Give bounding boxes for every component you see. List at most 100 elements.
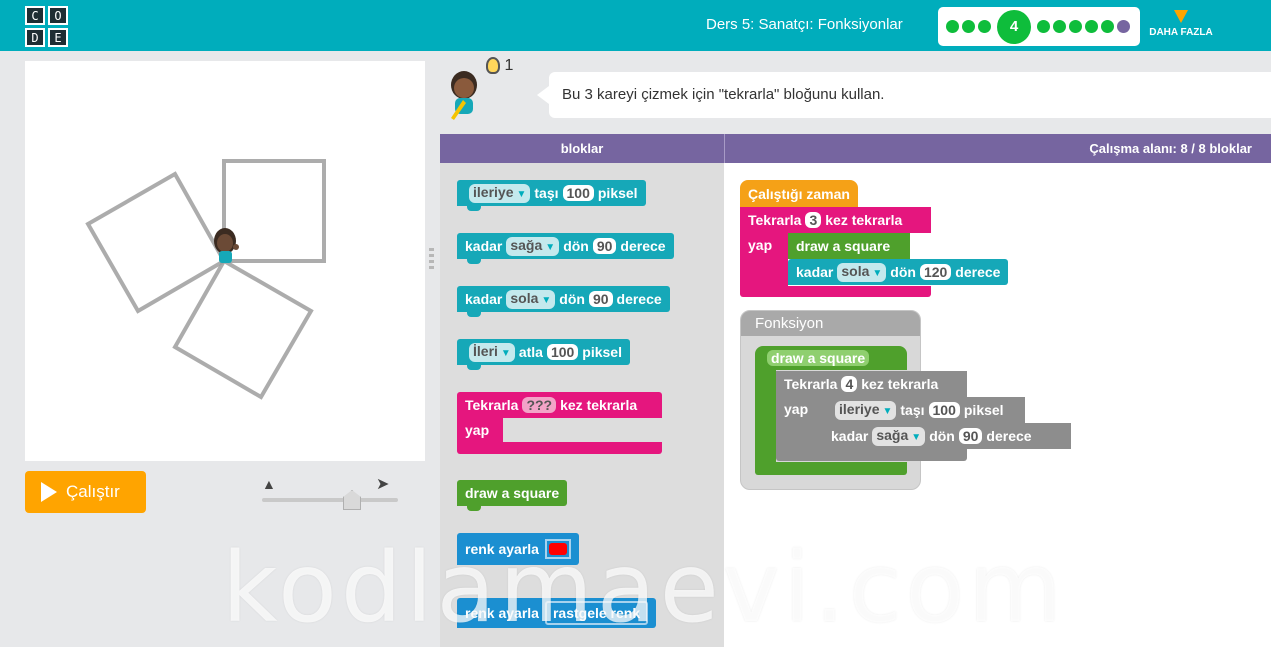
- block-text: derece: [986, 428, 1032, 444]
- hint-button[interactable]: 1: [486, 57, 513, 75]
- direction-dropdown[interactable]: ileriye▼: [835, 400, 897, 420]
- direction-dropdown[interactable]: sağa▼: [872, 426, 926, 446]
- chevron-down-icon: [1174, 10, 1188, 23]
- repeat-count-field[interactable]: ???: [522, 397, 557, 413]
- direction-dropdown[interactable]: sola▼: [837, 262, 887, 282]
- function-name-field[interactable]: draw a square: [767, 350, 870, 366]
- block-text: piksel: [582, 344, 622, 360]
- distance-field[interactable]: 100: [928, 402, 960, 418]
- repeat-count-field[interactable]: 3: [805, 212, 822, 228]
- repeat-header[interactable]: Tekrarla ??? kez tekrarla: [457, 392, 662, 418]
- repeat-count-field[interactable]: 4: [841, 376, 858, 392]
- level-dot[interactable]: [1037, 20, 1050, 33]
- block-text: derece: [620, 238, 666, 254]
- speed-track[interactable]: [262, 498, 398, 502]
- direction-dropdown[interactable]: ileriye▼: [469, 183, 531, 203]
- block-text: yap: [748, 237, 773, 253]
- level-dot[interactable]: [1069, 20, 1082, 33]
- block-text: yap: [465, 422, 490, 438]
- when-run-block[interactable]: Çalıştığı zaman: [740, 180, 858, 207]
- repeat-do-label: yap: [457, 418, 503, 442]
- angle-field[interactable]: 120: [919, 264, 952, 280]
- program-turn-block[interactable]: kadar sola▼ dön 120 derece: [788, 259, 1009, 285]
- more-label: DAHA FAZLA: [1149, 27, 1213, 38]
- block-text: piksel: [597, 185, 638, 201]
- block-text: draw a square: [465, 485, 560, 501]
- instruction-text: Bu 3 kareyi çizmek için "tekrarla" bloğu…: [562, 86, 885, 103]
- function-name-block[interactable]: draw a square: [755, 346, 907, 370]
- block-text: taşı: [900, 402, 925, 418]
- toolbox-set-color-block[interactable]: renk ayarla: [457, 533, 579, 565]
- draw-square-call-block[interactable]: draw a square: [788, 233, 910, 259]
- turtle-icon: ▲: [262, 476, 276, 492]
- level-dot[interactable]: [1085, 20, 1098, 33]
- level-dot[interactable]: [1101, 20, 1114, 33]
- run-button[interactable]: Çalıştır: [25, 471, 146, 513]
- run-label: Çalıştır: [66, 482, 120, 501]
- direction-dropdown[interactable]: sağa▼: [506, 236, 560, 256]
- level-dot[interactable]: [1117, 20, 1130, 33]
- drawn-square: [172, 258, 314, 400]
- block-text: dön: [559, 291, 585, 307]
- angle-field[interactable]: 90: [958, 428, 983, 444]
- random-color-slot[interactable]: rastgele renk: [544, 601, 649, 625]
- function-repeat-do: yap: [776, 397, 823, 449]
- block-text: dön: [563, 238, 589, 254]
- color-picker[interactable]: [544, 539, 571, 559]
- function-body-side: [755, 370, 776, 462]
- block-text: dön: [929, 428, 955, 444]
- speed-thumb[interactable]: [343, 490, 361, 510]
- block-text: kadar: [465, 238, 503, 254]
- speed-slider[interactable]: ▲ ➤: [258, 476, 403, 512]
- block-text: renk ayarla: [465, 605, 539, 621]
- lightbulb-icon: [486, 57, 500, 75]
- toolbox-title: bloklar: [560, 141, 604, 156]
- block-text: Tekrarla: [748, 212, 802, 228]
- drawing-canvas: [25, 61, 425, 461]
- drawn-square: [85, 171, 227, 314]
- drawing-svg: [85, 159, 326, 400]
- toolbox-turn-left-block[interactable]: kadar sola▼ dön 90 derece: [457, 286, 670, 317]
- hint-count: 1: [504, 57, 514, 74]
- block-text: dön: [890, 264, 916, 280]
- resize-handle[interactable]: [429, 248, 434, 270]
- direction-dropdown[interactable]: İleri▼: [469, 342, 515, 362]
- play-icon: [41, 482, 57, 502]
- toolbox-turn-right-block[interactable]: kadar sağa▼ dön 90 derece: [457, 233, 674, 264]
- angle-field[interactable]: 90: [588, 291, 613, 307]
- function-repeat-footer: [776, 449, 967, 461]
- rabbit-icon: ➤: [376, 476, 390, 493]
- block-text: Tekrarla: [784, 376, 838, 392]
- distance-field[interactable]: 100: [546, 344, 579, 360]
- toolbox-random-color-block[interactable]: renk ayarla rastgele renk: [457, 598, 657, 628]
- artist-character: [214, 228, 239, 263]
- block-text: kez tekrarla: [861, 376, 939, 392]
- function-body-footer: [755, 462, 907, 475]
- toolbox-jump-block[interactable]: İleri▼ atla 100 piksel: [457, 339, 630, 370]
- block-text: Tekrarla: [465, 397, 519, 413]
- level-dot[interactable]: [962, 20, 975, 33]
- function-move-block[interactable]: ileriye▼ taşı 100 piksel: [823, 397, 1025, 423]
- color-swatch: [548, 543, 567, 555]
- code-logo[interactable]: C O D E: [25, 6, 68, 47]
- direction-dropdown[interactable]: sola▼: [506, 289, 556, 309]
- block-text: piksel: [963, 402, 1004, 418]
- toolbox-draw-square-block[interactable]: draw a square: [457, 480, 568, 511]
- level-dot[interactable]: [946, 20, 959, 33]
- function-repeat-header[interactable]: Tekrarla 4 kez tekrarla: [776, 371, 967, 397]
- function-turn-block[interactable]: kadar sağa▼ dön 90 derece: [823, 423, 1071, 449]
- block-text: taşı: [534, 185, 559, 201]
- logo-letter: O: [48, 6, 68, 25]
- more-menu[interactable]: DAHA FAZLA: [1146, 10, 1216, 38]
- repeat-header[interactable]: Tekrarla 3 kez tekrarla: [740, 207, 931, 233]
- level-dot[interactable]: [1053, 20, 1066, 33]
- logo-letter: E: [48, 28, 68, 47]
- toolbox-move-block[interactable]: ileriye▼ taşı 100 piksel: [457, 180, 646, 211]
- repeat-do-label: yap: [740, 233, 788, 286]
- repeat-footer: [740, 286, 931, 297]
- current-level-dot[interactable]: 4: [997, 9, 1031, 44]
- level-dot[interactable]: [978, 20, 991, 33]
- distance-field[interactable]: 100: [562, 185, 594, 201]
- block-text: derece: [616, 291, 662, 307]
- angle-field[interactable]: 90: [592, 238, 617, 254]
